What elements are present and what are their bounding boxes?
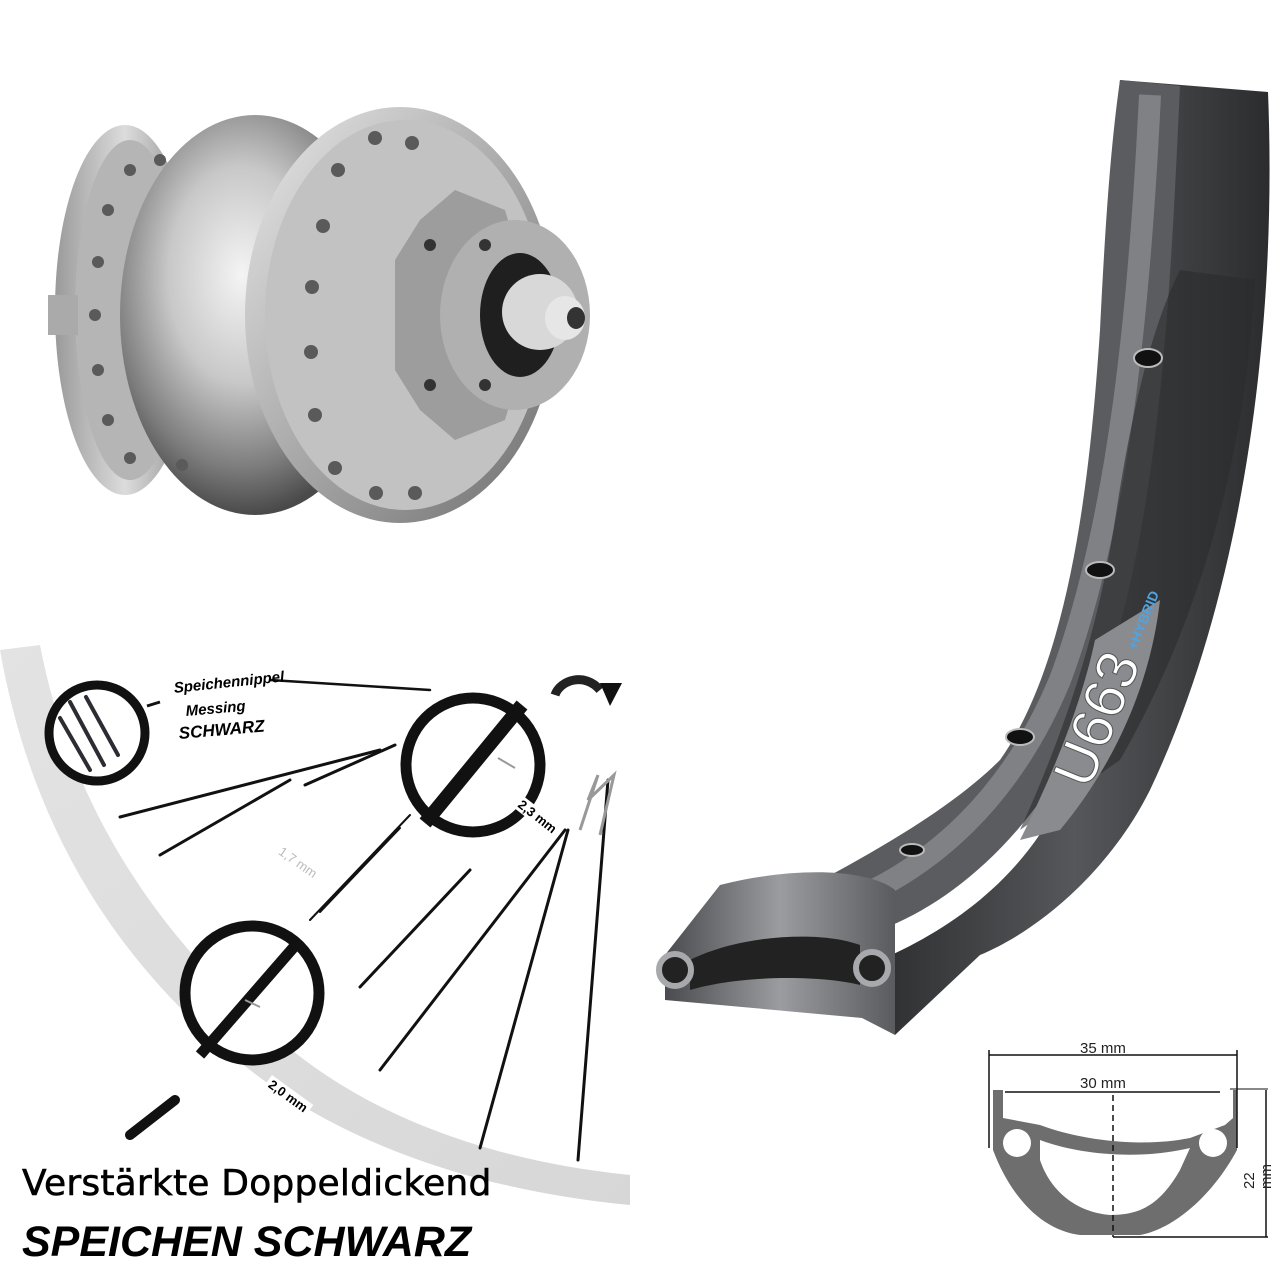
dim-outer-width: 35 mm [1080,1040,1126,1057]
dim-height: 22 mm [1241,1164,1275,1189]
rim-image: U663 +HYBRID [656,80,1270,1035]
dim-inner-width: 30 mm [1080,1075,1126,1092]
spoke-diagram [0,645,630,1205]
hub-spoke-holes [89,131,491,500]
rim-profile-diagram [988,1050,1268,1238]
hub-right-flange [245,107,590,523]
headline-line-2: SPEICHEN SCHWARZ [22,1218,472,1266]
headline-line-1: Verstärkte Doppeldickend [22,1163,492,1205]
